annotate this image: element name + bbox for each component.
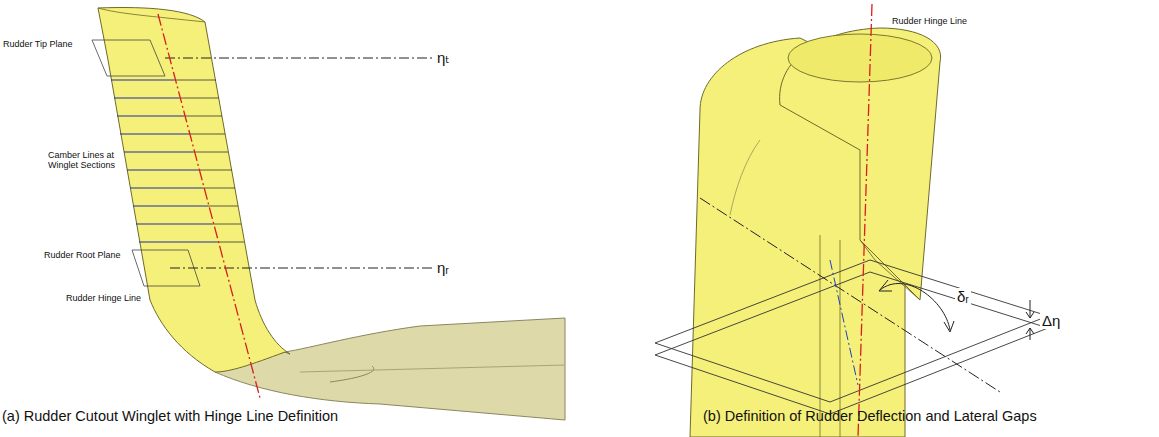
figure-caption: (a) Rudder Cutout Winglet with Hinge Lin… <box>2 408 338 425</box>
camber-lines <box>111 80 217 242</box>
rudder-tip <box>788 34 932 82</box>
gap-arrow <box>1030 328 1031 340</box>
wing-edge <box>330 366 374 382</box>
rudder <box>780 28 941 300</box>
winglet <box>98 8 290 372</box>
section-line <box>730 140 760 215</box>
plane-label: Rudder Root Plane <box>44 250 121 260</box>
wing-edge <box>300 365 565 372</box>
deflected-chord <box>830 260 858 385</box>
plane-label: Rudder Tip Plane <box>3 39 73 49</box>
station-symbol: ηᵣ <box>437 259 449 276</box>
rudder-section-lines <box>174 80 244 242</box>
hinge-line <box>158 14 260 398</box>
figure-caption: (b) Definition of Rudder Deflection and … <box>703 408 1037 425</box>
hinge-label: Rudder Hinge Line <box>892 16 967 26</box>
rudder-edge <box>860 240 920 300</box>
eta-line <box>170 268 432 269</box>
gap-symbol: Δη <box>1040 312 1062 329</box>
gap-edge <box>820 235 840 437</box>
hinge-line <box>858 4 872 437</box>
gap-arrow <box>1030 300 1031 318</box>
section-label: Camber Lines at Winglet Sections <box>48 150 118 171</box>
deflection-arc <box>880 284 950 330</box>
winglet-tip <box>98 8 205 22</box>
plane <box>655 272 1048 414</box>
chord-line <box>700 198 1000 392</box>
rudder-tip-plane <box>92 40 165 76</box>
plane <box>655 260 1048 402</box>
angle-symbol: δᵣ <box>955 288 971 305</box>
eta-line <box>165 58 432 59</box>
hinge-label: Rudder Hinge Line <box>66 293 141 303</box>
station-symbol: ηₜ <box>437 49 450 66</box>
